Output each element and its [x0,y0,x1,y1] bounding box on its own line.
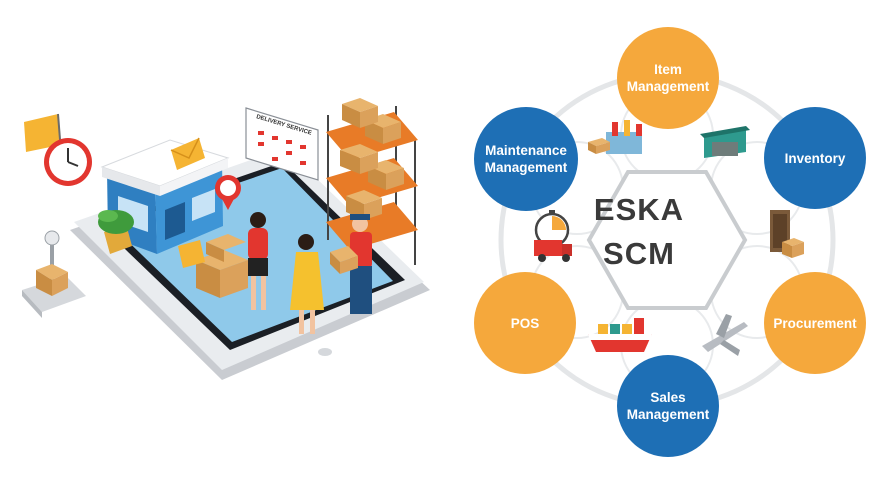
center-label: ESKA SCM [580,188,698,276]
cargo-ship-icon [588,318,652,352]
node-procurement-line1: Procurement [773,315,857,331]
node-item-management-line1: Item [654,62,682,77]
location-pin-icon [215,175,241,210]
node-inventory-line1: Inventory [784,150,846,166]
node-maintenance-management-line1: Maintenance [485,143,567,158]
center-label-line2: SCM [603,236,675,271]
customer-figure [248,212,268,310]
node-pos-line1: POS [510,315,540,331]
store-building [100,139,230,254]
delivery-truck-icon [534,210,572,262]
node-sales-management-line2: Management [626,407,710,422]
node-maintenance-management-line2: Management [484,160,568,175]
parcel-stack [178,234,248,298]
node-pos: POS [474,272,576,374]
airplane-icon [702,314,748,356]
node-procurement: Procurement [764,272,866,374]
node-item-management-line2: Management [626,79,710,94]
warehouse-icon [700,126,750,158]
storage-door-icon [770,210,804,258]
clock-icon [44,138,92,186]
receiver-figure [290,234,324,334]
courier-figure [330,214,372,314]
plant-icon [98,210,134,254]
envelope-icon [170,137,205,170]
node-sales-management-line1: Sales [650,390,686,405]
factory-icon [588,120,642,154]
center-label-line1: ESKA [593,192,685,227]
scale-icon [22,230,86,318]
warehouse-shelf [326,98,418,265]
node-inventory: Inventory [764,107,866,209]
center-hexagon [586,170,748,310]
